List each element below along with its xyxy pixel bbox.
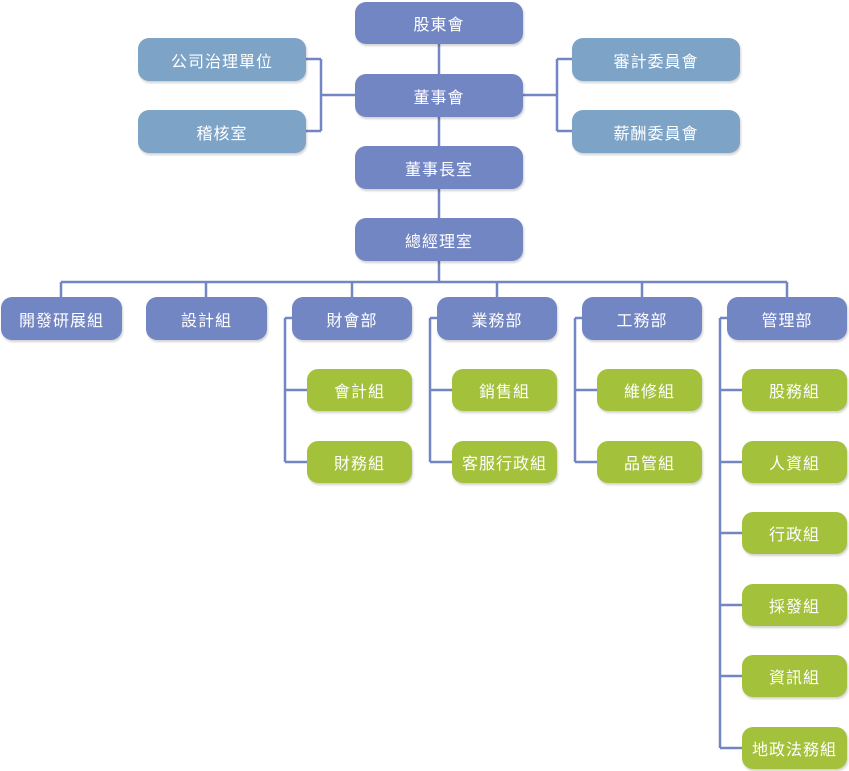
group-box: 客服行政組 (452, 441, 557, 483)
shareholders-box: 股東會 (355, 2, 523, 44)
governance-unit-box: 公司治理單位 (138, 38, 306, 81)
department-box: 管理部 (727, 297, 847, 340)
department-box: 財會部 (292, 297, 412, 340)
group-box: 銷售組 (452, 369, 557, 411)
gm-office-box: 總經理室 (355, 218, 523, 261)
group-box: 人資組 (742, 441, 847, 483)
group-box: 採發組 (742, 584, 847, 626)
group-box: 品管組 (597, 441, 702, 483)
department-box: 業務部 (437, 297, 557, 340)
chairman-office-box: 董事長室 (355, 146, 523, 189)
group-box: 財務組 (307, 441, 412, 483)
group-box: 資訊組 (742, 655, 847, 697)
department-box: 設計組 (146, 297, 267, 340)
group-box: 會計組 (307, 369, 412, 411)
connectors (59, 44, 789, 750)
department-box: 開發研展組 (1, 297, 122, 340)
audit-office-box: 稽核室 (138, 110, 306, 153)
compensation-committee-box: 薪酬委員會 (572, 110, 740, 153)
department-box: 工務部 (582, 297, 702, 340)
audit-committee-box: 審計委員會 (572, 38, 740, 81)
board-box: 董事會 (355, 74, 523, 117)
group-box: 行政組 (742, 512, 847, 554)
group-box: 地政法務組 (742, 727, 847, 769)
group-box: 股務組 (742, 369, 847, 411)
group-box: 維修組 (597, 369, 702, 411)
